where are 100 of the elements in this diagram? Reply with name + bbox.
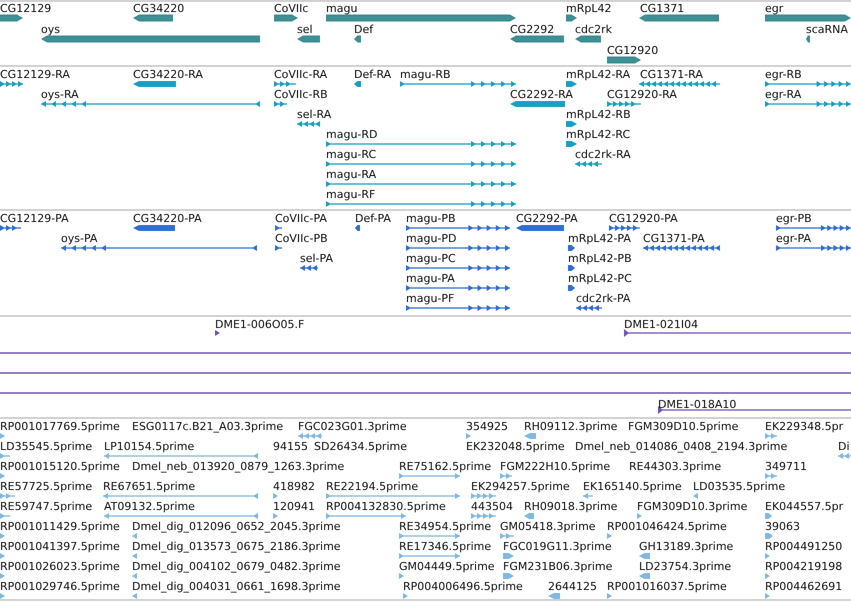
feature-label: CG1371-RA xyxy=(640,68,703,81)
feature-label: FGM222H10.5prime xyxy=(500,460,610,473)
feature-label: RE59747.5prime xyxy=(0,500,92,513)
feature-label: mRpL42-PA xyxy=(568,232,631,245)
feature-label: AT09132.5prime xyxy=(104,500,195,513)
feature-label: 354925 xyxy=(466,420,508,433)
feature-label: RH09112.3prime xyxy=(524,420,618,433)
feature-label: RP001011429.5prime xyxy=(0,520,120,533)
feature-label: Dmel_dig_004102_0679_0482.3prime xyxy=(132,560,341,573)
feature-label: 2644125 xyxy=(548,580,597,593)
feature-label: CoVIIc-PB xyxy=(275,232,328,245)
feature-label: CG12920 xyxy=(607,44,658,57)
feature-label: GM05418.3prime xyxy=(500,520,596,533)
feature-label: magu-RB xyxy=(400,68,451,81)
feature-label: EK165140.5prime xyxy=(583,480,682,493)
feature-label: CoVIIc xyxy=(274,2,308,15)
feature-label: scaRNA xyxy=(806,23,848,36)
feature-label: CG2292-PA xyxy=(516,212,578,225)
feature-label: RE22194.5prime xyxy=(326,480,418,493)
feature-label: mRpL42-PB xyxy=(568,252,632,265)
feature-label: mRpL42 xyxy=(566,2,612,15)
feature-label: EK232048.5prime xyxy=(466,440,565,453)
feature-label: Dmel_dig_004031_0661_1698.3prime xyxy=(132,580,341,593)
feature-label: LP10154.5prime xyxy=(104,440,194,453)
feature-label: CG1371 xyxy=(640,2,684,15)
feature-label: ESG0117c.B21_A03.3prime xyxy=(132,420,284,433)
feature-label: FGM309D10.5prime xyxy=(628,420,738,433)
feature-label: oys-PA xyxy=(61,232,98,245)
feature-label: CG2292 xyxy=(510,23,554,36)
feature-label: CG34220-RA xyxy=(133,68,203,81)
feature-label: CG2292-RA xyxy=(510,88,573,101)
feature-label: RE57725.5prime xyxy=(0,480,92,493)
feature-label: CoVIIc-RB xyxy=(274,88,328,101)
feature-label: Dmel_dig_013573_0675_2186.3prime xyxy=(132,540,341,553)
feature-label: Def-PA xyxy=(355,212,391,225)
feature-label: Def-RA xyxy=(354,68,392,81)
feature-label: 349711 xyxy=(765,460,807,473)
feature-label: 418982 xyxy=(273,480,315,493)
feature-label: EK044557.5pr xyxy=(765,500,844,513)
feature-label: RE44303.3prime xyxy=(629,460,722,473)
feature-label: GH13189.3prime xyxy=(639,540,734,553)
feature-label: FGM309D10.3prime xyxy=(637,500,748,513)
feature-label: FGC019G11.3prime xyxy=(503,540,612,553)
feature-label: oys-RA xyxy=(41,88,79,101)
feature-label: magu-RC xyxy=(326,148,376,161)
feature-label: magu-PF xyxy=(406,292,454,305)
feature-label: RP001026023.5prime xyxy=(0,560,120,573)
feature-label: RP004491250 xyxy=(765,540,842,553)
feature-label: Dmel_neb_014086_0408_2194.3prime xyxy=(575,440,788,453)
feature-label: RP004006496.5prime xyxy=(403,580,523,593)
feature-label: RP001016037.5prime xyxy=(607,580,727,593)
feature-label: magu-RA xyxy=(326,168,376,181)
feature-label: CG12920-RA xyxy=(607,88,677,101)
feature-label: mRpL42-RC xyxy=(566,128,630,141)
feature-label: DME1-021I04 xyxy=(624,318,698,331)
feature-label: LD23754.3prime xyxy=(639,560,732,573)
feature-label: RP001029746.5prime xyxy=(0,580,120,593)
feature-label: RE67651.5prime xyxy=(103,480,196,493)
feature-label: CG12129 xyxy=(0,2,52,15)
feature-label: sel-PA xyxy=(300,252,333,265)
feature-label: CoVIIc-RA xyxy=(274,68,328,81)
feature-label: GM04449.5prime xyxy=(399,560,495,573)
feature-label: cdc2rk-RA xyxy=(575,148,631,161)
feature-label: CG34220 xyxy=(133,2,184,15)
feature-label: egr xyxy=(765,2,784,15)
feature-label: RE34954.5prime xyxy=(399,520,492,533)
feature-label: egr-PB xyxy=(776,212,812,225)
feature-label: cdc2rk xyxy=(575,23,612,36)
feature-label: RP001015120.5prime xyxy=(0,460,120,473)
feature-label: sel-RA xyxy=(297,108,332,121)
feature-label: 94155 xyxy=(273,440,308,453)
feature-label: Di xyxy=(838,440,850,453)
feature-label: 120941 xyxy=(273,500,315,513)
feature-label: DME1-018A10 xyxy=(658,398,736,411)
feature-label: RP001041397.5prime xyxy=(0,540,120,553)
feature-label: RE17346.5prime xyxy=(399,540,492,553)
feature-label: magu-PC xyxy=(406,252,456,265)
feature-label: RP004132830.5prime xyxy=(326,500,446,513)
feature-label: EK229348.5pr xyxy=(765,420,844,433)
feature-label: DME1-006O05.F xyxy=(215,318,304,331)
feature-label: magu-PD xyxy=(406,232,456,245)
feature-label: magu-PB xyxy=(406,212,456,225)
feature-label: CG1371-PA xyxy=(643,232,705,245)
feature-label: FGM231B06.3prime xyxy=(503,560,612,573)
feature-label: CG12129-RA xyxy=(0,68,70,81)
feature-label: cdc2rk-PA xyxy=(576,292,630,305)
feature-label: RE75162.5prime xyxy=(399,460,492,473)
feature-label: Dmel_dig_012096_0652_2045.3prime xyxy=(132,520,341,533)
feature-label: magu xyxy=(326,2,358,15)
feature-label: magu-RD xyxy=(326,128,378,141)
feature-label: RP004219198 xyxy=(765,560,842,573)
feature-label: mRpL42-RB xyxy=(566,108,631,121)
feature-label: egr-PA xyxy=(776,232,811,245)
feature-label: FGC023G01.3prime xyxy=(298,420,407,433)
feature-label: CG12920-PA xyxy=(609,212,678,225)
feature-label: egr-RA xyxy=(765,88,802,101)
feature-label: 39063 xyxy=(765,520,800,533)
feature-label: LD03535.5prime xyxy=(693,480,786,493)
feature-label: CG12129-PA xyxy=(0,212,69,225)
feature-label: magu-PA xyxy=(406,272,455,285)
